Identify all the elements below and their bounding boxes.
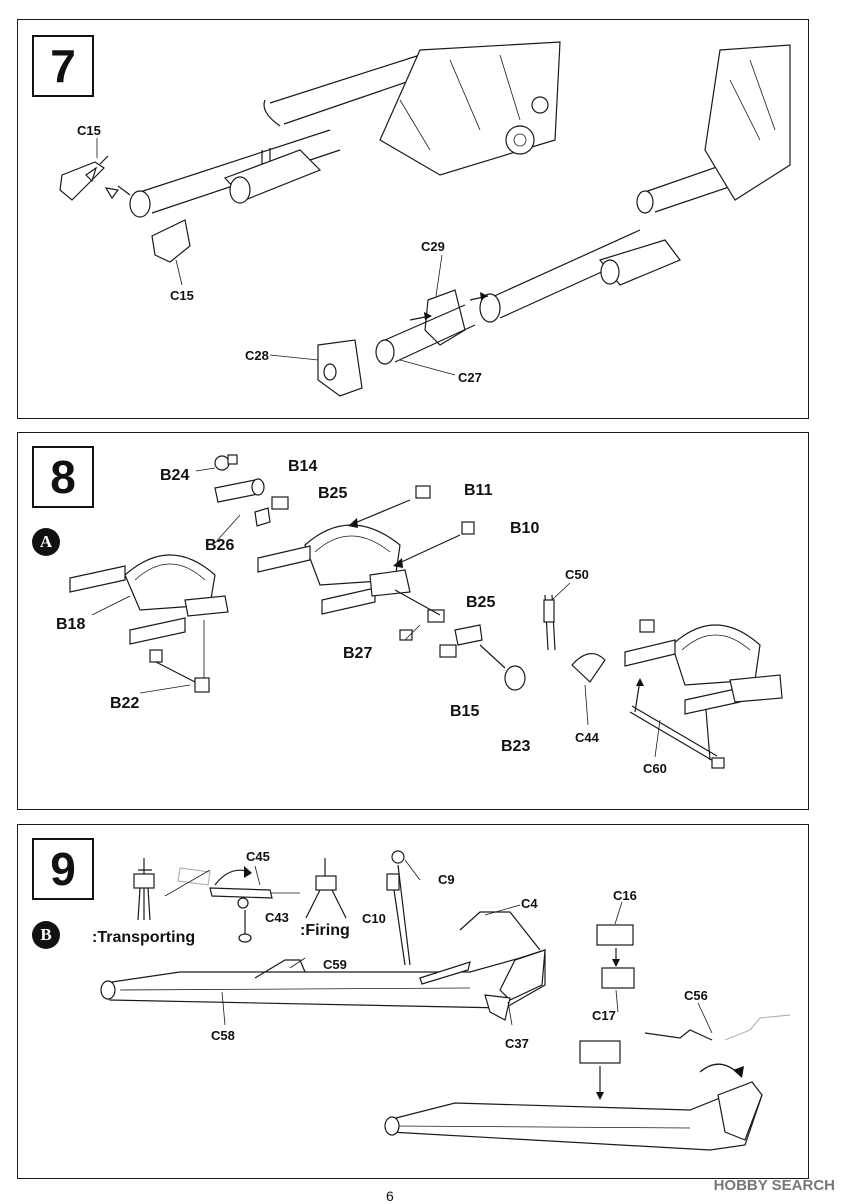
watermark-text: HOBBY SEARCH (713, 1177, 835, 1194)
label-c27: C27 (458, 370, 482, 385)
label-b18: B18 (56, 616, 86, 633)
label-c45: C45 (246, 849, 270, 864)
label-c10: C10 (362, 911, 386, 926)
label-c29: C29 (421, 239, 445, 254)
label-b11: B11 (464, 482, 493, 499)
label-c28: C28 (245, 348, 269, 363)
label-b10: B10 (510, 520, 540, 537)
step-7-number: 7 (32, 35, 94, 97)
step-8-trail-mount-main (195, 454, 526, 691)
mode-transporting-label: :Transporting (92, 929, 196, 946)
label-b24: B24 (160, 467, 190, 484)
label-c58: C58 (211, 1028, 235, 1043)
label-b26: B26 (205, 537, 235, 554)
label-c9: C9 (438, 872, 455, 887)
step-9-trail-leg-upper (100, 850, 546, 1026)
label-b15: B15 (450, 703, 480, 720)
label-c44: C44 (575, 730, 599, 745)
step-7-gun-left (59, 41, 561, 286)
step-8-trail-mount-a (69, 554, 229, 694)
step-8-assembled-mount (543, 582, 783, 769)
page-number: 6 (386, 1188, 394, 1204)
label-c15-top: C15 (77, 123, 101, 138)
step-9-mode-icons (133, 858, 347, 943)
label-c4: C4 (521, 896, 538, 911)
step-9-trail-leg-lower (384, 901, 791, 1151)
step-8-panel: 8 A (17, 432, 809, 810)
step-9-number: 9 (32, 838, 94, 900)
label-b25-mid: B25 (466, 594, 496, 611)
label-c43: C43 (265, 910, 289, 925)
label-c60: C60 (643, 761, 667, 776)
label-c56: C56 (684, 988, 708, 1003)
step-8-number: 8 (32, 446, 94, 508)
label-b27: B27 (343, 645, 373, 662)
step-7-gun-right (269, 44, 791, 397)
sub-step-marker-a: A (32, 528, 60, 556)
label-c37: C37 (505, 1036, 529, 1051)
label-b23: B23 (501, 738, 531, 755)
mode-firing-label: :Firing (300, 922, 350, 939)
label-c15-bottom: C15 (170, 288, 194, 303)
label-c16: C16 (613, 888, 637, 903)
label-c59: C59 (323, 957, 347, 972)
label-c50: C50 (565, 567, 589, 582)
sub-step-marker-b: B (32, 921, 60, 949)
label-b22: B22 (110, 695, 140, 712)
label-c17: C17 (592, 1008, 616, 1023)
label-b14: B14 (288, 458, 318, 475)
label-b25-top: B25 (318, 485, 348, 502)
